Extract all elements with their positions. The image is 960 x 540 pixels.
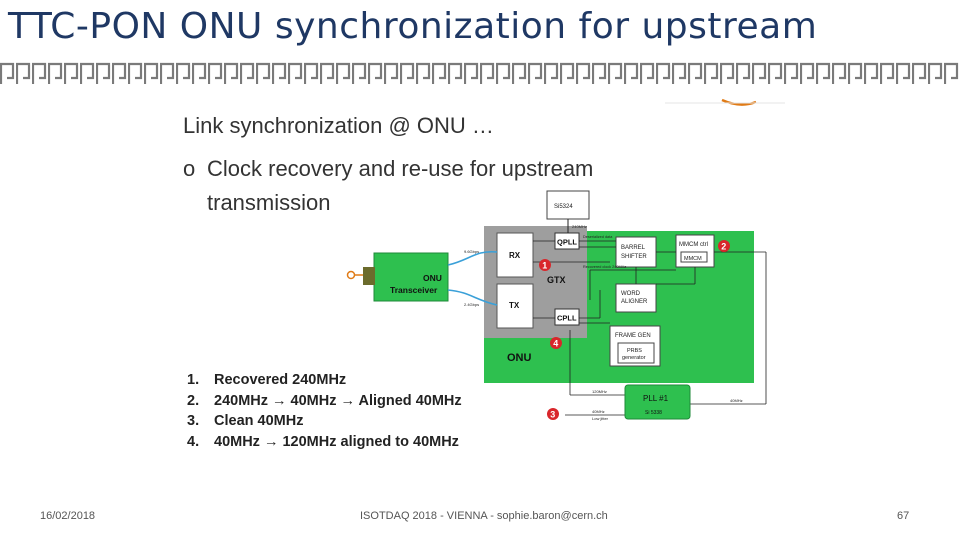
onu-transceiver-label-1: ONU [423,273,442,283]
rx-serial-link [447,250,498,266]
list-item-text: 240MHz → 40MHz → Aligned 40MHz [214,392,462,409]
prbs-label-2: generator [622,355,646,361]
footer-date: 16/02/2018 [40,510,96,522]
list-item: 2. 240MHz → 40MHz → Aligned 40MHz [187,391,462,412]
rate-rx-label: 9.6Gbps [464,249,479,254]
qpll-label: QPLL [557,238,577,247]
freq-240-top: 240MHz [572,224,587,229]
mmcm-ctrl-label: MMCM ctrl [679,242,708,248]
badge-1: 1 [539,259,551,271]
internal-wires [533,240,767,416]
word-label-1: WORD [621,291,641,297]
wire-recovered-label: Recovered clock 240MHz [583,265,626,269]
rate-tx-label: 2.4Gbps [464,302,479,307]
list-item-number: 1. [187,372,200,388]
frame-gen-block [609,325,661,367]
barrel-label-2: SHIFTER [621,254,647,260]
badge-2: 2 [718,240,730,252]
bullet-point: o Clock recovery and re-use for upstream… [183,152,683,220]
wire-40-label: 40MHz [730,398,743,403]
frame-gen-label: FRAME GEN [615,333,651,339]
onu-board-label: ONU [507,352,532,364]
list-item-number: 3. [187,413,200,430]
list-item-number: 2. [187,392,200,409]
svg-text:3: 3 [550,410,555,420]
pll-label-2: Si 5338 [645,410,662,416]
tx-serial-link [447,289,498,306]
wire-40b-label: 40MHz [592,409,605,414]
barrel-shifter-block [615,236,657,268]
word-aligner-block [615,283,657,313]
bullet-text: Clock recovery and re-use for upstream t… [207,156,594,215]
svg-text:4: 4 [553,339,558,349]
fiber-connector-icon [346,270,356,280]
transceiver-connector [363,267,375,285]
orange-arc-decoration [721,98,757,106]
badge-3: 3 [547,408,559,420]
mmcm-label: MMCM [684,256,702,262]
pll-label-1: PLL #1 [643,394,669,403]
barrel-label-1: BARREL [621,245,646,251]
list-item: 1. Recovered 240MHz [187,370,462,391]
rx-block [496,232,534,278]
list-item-text: Recovered 240MHz [214,372,347,388]
slide-title: TTC-PON ONU synchronization for upstream [8,6,818,47]
list-item-text: 40MHz → 120MHz aligned to 40MHz [214,433,459,450]
synchronization-steps-list: 1. Recovered 240MHz 2. 240MHz → 40MHz → Al… [187,370,462,452]
wire-120-label: 120MHz [592,389,607,394]
pll-block [624,384,691,420]
prbs-block [617,342,655,364]
footer-center: ISOTDAQ 2018 - VIENNA - sophie.baron@cer… [360,510,608,522]
heading: Link synchronization @ ONU … [183,113,494,138]
tx-label: TX [509,301,520,310]
badge-4: 4 [550,337,562,349]
footer-page-number: 67 [897,510,910,522]
tx-block [496,283,534,329]
wire-lowjitter-label: Low jitter [592,416,609,421]
list-item-text: Clean 40MHz [214,413,304,430]
mmcm-block [680,251,708,263]
rx-label: RX [509,251,521,260]
gtx-block [484,226,587,338]
onu-transceiver-label-2: Transceiver [390,285,438,295]
svg-text:2: 2 [721,242,726,252]
svg-text:1: 1 [542,261,547,271]
onu-transceiver-block [373,252,449,302]
gtx-label: GTX [547,275,566,285]
qpll-block [554,232,580,250]
onu-board [484,231,754,383]
list-item: 4. 40MHz → 120MHz aligned to 40MHz [187,432,462,453]
greek-key-border [0,58,960,88]
list-item-number: 4. [187,433,200,450]
cpll-block [554,308,580,326]
bullet-marker: o [183,156,196,181]
mmcm-ctrl-block [675,234,715,268]
word-label-2: ALIGNER [621,299,648,305]
wire-deserialized-label: Deserialized data [583,235,613,239]
cpll-label: CPLL [557,314,577,323]
prbs-label-1: PRBS [627,348,642,354]
list-item: 3. Clean 40MHz [187,411,462,432]
